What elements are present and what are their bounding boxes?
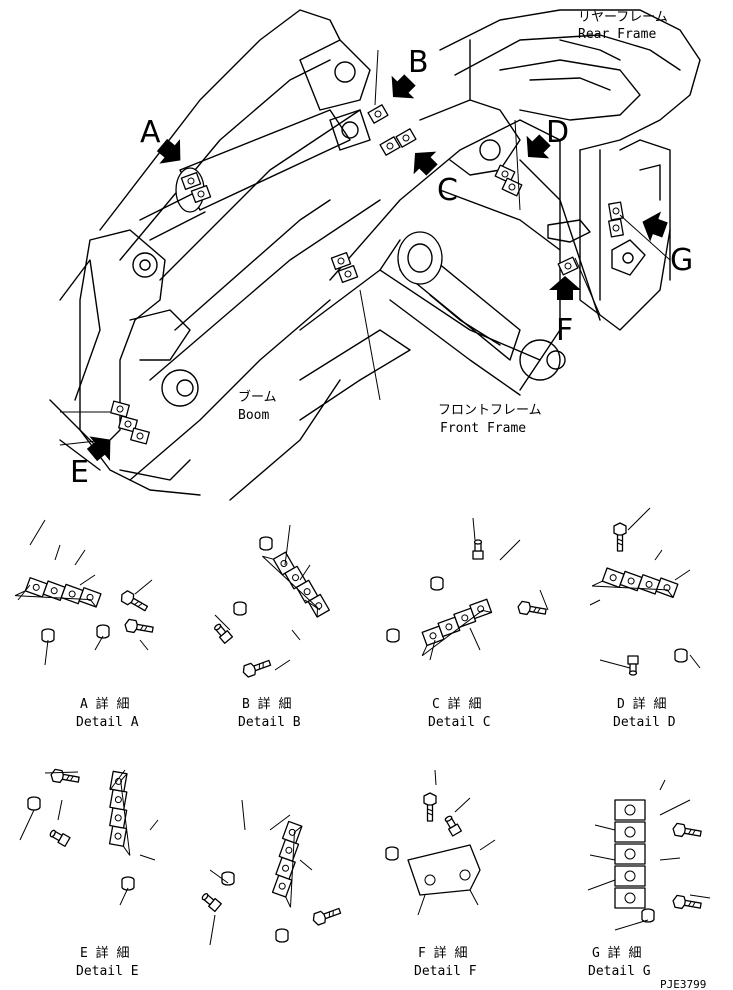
rear-frame [439, 9, 701, 331]
grease-block-c [330, 251, 359, 284]
detail-d-jp: D 詳 細 [617, 696, 666, 712]
detail-f-en: Detail F [414, 964, 477, 979]
detail-c-drawing [386, 517, 549, 661]
detail-c-en: Detail C [428, 715, 491, 730]
detail-e-en: Detail E [76, 964, 139, 979]
detail-a-drawing [14, 519, 155, 666]
detail-g-jp: G 詳 細 [592, 945, 641, 961]
detail-a-jp: A 詳 細 [80, 696, 129, 712]
callout-d: D [546, 115, 569, 150]
detail-e2-drawing [199, 799, 343, 946]
detail-b-en: Detail B [238, 715, 301, 730]
bell-crank [49, 229, 201, 496]
callout-g: G [670, 243, 693, 278]
rear-frame-jp-label: リヤーフレーム [578, 10, 668, 25]
detail-a-en: Detail A [76, 715, 139, 730]
detail-b-jp: B 詳 細 [242, 696, 291, 712]
tilt-cylinder [139, 109, 351, 241]
boom-en-label: Boom [238, 408, 269, 423]
boom-jp-label: ブーム [238, 389, 277, 405]
grease-block-f [557, 256, 579, 276]
detail-f-drawing [385, 769, 496, 916]
detail-e-jp: E 詳 細 [80, 945, 129, 961]
detail-g-en: Detail G [588, 964, 651, 979]
detail-d-drawing [589, 507, 701, 676]
arrow-icon [636, 206, 671, 246]
leader-lines [59, 49, 671, 446]
detail-b-drawing [211, 524, 330, 679]
detail-e-drawing [19, 768, 159, 906]
detail-d-en: Detail D [613, 715, 676, 730]
detail-g-drawing [587, 779, 711, 931]
rear-frame-en-label: Rear Frame [578, 27, 656, 42]
main-assembly: A B C D E F G リヤーフレーム Rear Frame ブーム Boo… [49, 9, 701, 501]
detail-f-jp: F 詳 細 [418, 945, 467, 961]
front-frame [299, 99, 601, 421]
lift-cylinder [397, 231, 521, 361]
detail-captions: A 詳 細 Detail A B 詳 細 Detail B C 詳 細 Deta… [76, 696, 676, 979]
front-frame-jp-label: フロントフレーム [438, 403, 542, 418]
callout-a: A [140, 115, 161, 150]
front-frame-en-label: Front Frame [440, 421, 526, 436]
grease-block-e [110, 400, 150, 445]
drawing-number: PJE3799 [660, 978, 706, 990]
grease-block-g [608, 201, 624, 238]
callout-f: F [556, 313, 573, 348]
boom [99, 9, 381, 501]
grease-block-b [367, 104, 417, 156]
callout-c: C [437, 173, 458, 208]
callout-e: E [70, 455, 89, 490]
detail-c-jp: C 詳 細 [432, 696, 481, 712]
arrow-icon [549, 276, 581, 300]
callout-b: B [408, 45, 429, 80]
